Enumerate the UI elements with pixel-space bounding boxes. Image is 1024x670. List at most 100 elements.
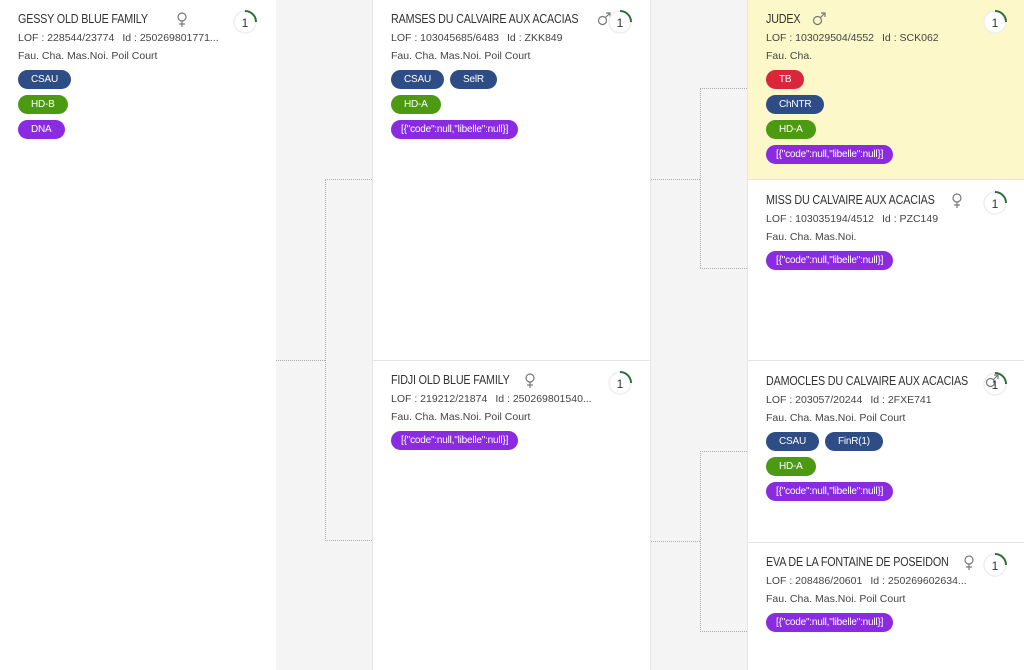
rank-badge: 1 xyxy=(982,371,1008,397)
rank-value: 1 xyxy=(616,377,624,391)
lof-number: LOF : 219212/21874 xyxy=(391,393,488,405)
rank-value: 1 xyxy=(991,378,999,392)
male-icon xyxy=(812,12,826,26)
connector-line xyxy=(700,88,701,268)
tag-dna[interactable]: [{"code":null,"libelle":null}] xyxy=(766,251,894,270)
dog-description: Fau. Cha. Mas.Noi. Poil Court xyxy=(391,50,531,62)
tag-list: CSAU SelR HD-A [{"code":null,"libelle":nu… xyxy=(391,70,634,139)
dog-name[interactable]: EVA DE LA FONTAINE DE POSEIDON xyxy=(766,555,949,569)
tag-hd[interactable]: HD-B xyxy=(18,95,68,114)
tag-dna[interactable]: [{"code":null,"libelle":null}] xyxy=(766,145,894,164)
rank-badge: 1 xyxy=(982,190,1008,216)
tag-dna[interactable]: [{"code":null,"libelle":null}] xyxy=(766,613,894,632)
dog-registration: LOF : 219212/21874 Id : 250269801540... xyxy=(391,393,603,407)
dog-registration: LOF : 103045685/6483 Id : ZKK849 xyxy=(391,32,603,46)
connector-line xyxy=(276,360,325,361)
lof-number: LOF : 228544/23774 xyxy=(18,32,115,44)
rank-value: 1 xyxy=(991,16,999,30)
tag-csau[interactable]: CSAU xyxy=(766,432,819,451)
connector-line xyxy=(700,268,747,269)
tag-dna[interactable]: DNA xyxy=(18,120,65,139)
dog-id: Id : 250269801771... xyxy=(122,32,219,44)
male-icon xyxy=(985,374,999,388)
lof-number: LOF : 103035194/4512 xyxy=(766,213,875,225)
rank-value: 1 xyxy=(991,197,999,211)
divider xyxy=(747,179,1024,180)
tag-dna[interactable]: [{"code":null,"libelle":null}] xyxy=(766,482,894,501)
tag-list: [{"code":null,"libelle":null}] xyxy=(766,251,1008,270)
tag-hd[interactable]: HD-A xyxy=(391,95,441,114)
female-icon xyxy=(964,554,974,570)
tag-list: CSAU FinR(1) HD-A [{"code":null,"libelle"… xyxy=(766,432,1008,501)
female-icon xyxy=(525,372,535,388)
connector-line xyxy=(325,179,372,180)
tag-selr[interactable]: SelR xyxy=(449,70,497,89)
connector-line xyxy=(651,541,700,542)
dog-card-judex[interactable]: JUDEX LOF : 103029504/4552 Id : SCK062 Fa… xyxy=(748,0,1024,179)
tag-list: [{"code":null,"libelle":null}] xyxy=(391,431,634,450)
tag-list: [{"code":null,"libelle":null}] xyxy=(766,613,1008,632)
connector-line xyxy=(651,179,700,180)
dog-id: Id : ZKK849 xyxy=(507,32,563,44)
dog-description: Fau. Cha. xyxy=(766,50,813,62)
dog-description: Fau. Cha. Mas.Noi. Poil Court xyxy=(18,50,158,62)
rank-badge: 1 xyxy=(982,552,1008,578)
tag-chntr[interactable]: ChNTR xyxy=(766,95,825,114)
lof-number: LOF : 103029504/4552 xyxy=(766,32,875,44)
divider xyxy=(747,542,1024,543)
connector-line xyxy=(325,540,372,541)
divider xyxy=(372,360,651,361)
dog-description: Fau. Cha. Mas.Noi. Poil Court xyxy=(766,593,906,605)
dog-description: Fau. Cha. Mas.Noi. xyxy=(766,231,857,243)
dog-card-gessy[interactable]: GESSY OLD BLUE FAMILY LOF : 228544/23774… xyxy=(0,0,276,670)
dog-name[interactable]: GESSY OLD BLUE FAMILY xyxy=(18,12,148,26)
dog-card-fidji[interactable]: FIDJI OLD BLUE FAMILY LOF : 219212/21874… xyxy=(373,361,650,670)
connector-line xyxy=(700,451,701,632)
tag-csau[interactable]: CSAU xyxy=(391,70,444,89)
rank-value: 1 xyxy=(241,16,249,30)
lof-number: LOF : 203057/20244 xyxy=(766,394,863,406)
dog-name[interactable]: JUDEX xyxy=(766,12,801,26)
dog-card-ramses[interactable]: RAMSES DU CALVAIRE AUX ACACIAS LOF : 103… xyxy=(373,0,650,360)
tag-finr[interactable]: FinR(1) xyxy=(824,432,883,451)
female-icon xyxy=(177,11,187,27)
dog-id: Id : 250269602634... xyxy=(870,575,967,587)
dog-registration: LOF : 203057/20244 Id : 2FXE741 xyxy=(766,394,978,408)
dog-card-damocles[interactable]: DAMOCLES DU CALVAIRE AUX ACACIAS LOF : 2… xyxy=(748,362,1024,542)
connector-line xyxy=(700,451,747,452)
dog-registration: LOF : 103035194/4512 Id : PZC149 xyxy=(766,213,978,227)
dog-card-eva[interactable]: EVA DE LA FONTAINE DE POSEIDON LOF : 208… xyxy=(748,543,1024,670)
dog-registration: LOF : 103029504/4552 Id : SCK062 xyxy=(766,32,978,46)
dog-registration: LOF : 228544/23774 Id : 250269801771... xyxy=(18,32,230,46)
dog-id: Id : PZC149 xyxy=(882,213,939,225)
dog-name[interactable]: FIDJI OLD BLUE FAMILY xyxy=(391,373,510,387)
connector-line xyxy=(325,179,326,541)
tag-tb[interactable]: TB xyxy=(766,70,805,89)
rank-badge: 1 xyxy=(232,9,258,35)
connector-line xyxy=(700,88,747,89)
dog-card-miss[interactable]: MISS DU CALVAIRE AUX ACACIAS LOF : 10303… xyxy=(748,181,1024,360)
dog-id: Id : SCK062 xyxy=(882,32,939,44)
female-icon xyxy=(952,192,962,208)
male-icon xyxy=(597,12,611,26)
dog-description: Fau. Cha. Mas.Noi. Poil Court xyxy=(391,411,531,423)
rank-badge: 1 xyxy=(607,370,633,396)
dog-name[interactable]: MISS DU CALVAIRE AUX ACACIAS xyxy=(766,193,935,207)
dog-name[interactable]: DAMOCLES DU CALVAIRE AUX ACACIAS xyxy=(766,374,968,388)
rank-value: 1 xyxy=(991,559,999,573)
tag-list: TB ChNTR HD-A [{"code":null,"libelle":nu… xyxy=(766,70,1008,164)
dog-id: Id : 250269801540... xyxy=(495,393,592,405)
tag-hd[interactable]: HD-A xyxy=(766,457,816,476)
tag-list: CSAU HD-B DNA xyxy=(18,70,260,139)
tag-dna[interactable]: [{"code":null,"libelle":null}] xyxy=(391,120,519,139)
rank-value: 1 xyxy=(616,16,624,30)
tag-dna[interactable]: [{"code":null,"libelle":null}] xyxy=(391,431,519,450)
lof-number: LOF : 103045685/6483 xyxy=(391,32,500,44)
dog-name[interactable]: RAMSES DU CALVAIRE AUX ACACIAS xyxy=(391,12,579,26)
lof-number: LOF : 208486/20601 xyxy=(766,575,863,587)
rank-badge: 1 xyxy=(982,9,1008,35)
tag-hd[interactable]: HD-A xyxy=(766,120,816,139)
dog-id: Id : 2FXE741 xyxy=(870,394,932,406)
tag-csau[interactable]: CSAU xyxy=(18,70,71,89)
